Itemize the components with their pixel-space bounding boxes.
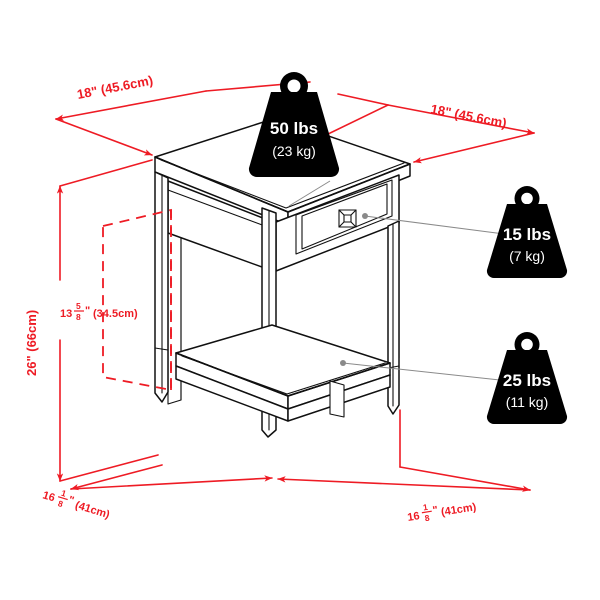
weight-badge-shelf-lbs: 25 lbs xyxy=(503,371,551,390)
leader-shelf xyxy=(342,362,519,383)
weight-badge-drawer: 15 lbs (7 kg) xyxy=(486,186,568,279)
weight-badge-shelf: 25 lbs (11 kg) xyxy=(486,332,568,425)
bottom-right-denominator: 8 xyxy=(424,513,431,524)
dimension-height-label: 26" (66cm) xyxy=(24,310,39,376)
dimension-top-apex-link-right xyxy=(337,93,389,106)
shelf-stub-leg xyxy=(329,380,345,418)
dimension-top-left: 18" (45.6cm) xyxy=(55,73,207,156)
badge-handle-hole-drawer xyxy=(521,192,533,205)
bottom-right-unit: " xyxy=(432,504,439,517)
clearance-region xyxy=(102,208,172,392)
bottom-left-numerator: 1 xyxy=(60,488,68,499)
bottom-right-fraction-bar xyxy=(421,510,432,514)
dimension-height: 26" (66cm) xyxy=(24,159,159,482)
clearance-cm: (34.5cm) xyxy=(93,308,138,320)
weight-badge-tabletop: 50 lbs (23 kg) xyxy=(248,72,340,178)
weight-badge-drawer-lbs: 15 lbs xyxy=(503,225,551,244)
dimension-bottom-left: 16 1 8 " (41cm) xyxy=(41,464,273,521)
leader-dot-shelf xyxy=(340,360,346,366)
lower-shelf xyxy=(175,324,391,422)
drawer-knob[interactable] xyxy=(338,209,357,228)
dimension-top-left-label: 18" (45.6cm) xyxy=(76,73,154,102)
bottom-right-whole: 16 xyxy=(407,510,421,524)
badge-handle-hole-shelf xyxy=(521,338,533,351)
badge-handle-hole-tabletop xyxy=(287,79,301,93)
leg-left-front xyxy=(154,171,169,403)
clearance-numerator: 5 xyxy=(76,301,81,311)
dimension-bottom-right: 16 1 8 " (41cm) xyxy=(277,409,531,524)
table-illustration xyxy=(154,117,411,438)
dimension-clearance: 13 5 8 " (34.5cm) xyxy=(60,301,138,322)
bottom-right-cm: (41cm) xyxy=(440,501,477,518)
leader-tabletop xyxy=(288,180,331,207)
clearance-denominator: 8 xyxy=(76,312,81,322)
height-ext-bottom xyxy=(59,454,159,482)
leader-drawer xyxy=(364,215,521,237)
bottom-left-whole: 16 xyxy=(41,489,56,504)
bottom-right-numerator: 1 xyxy=(422,502,429,513)
weight-badge-tabletop-lbs: 50 lbs xyxy=(270,119,318,138)
weight-badge-shelf-kg: (11 kg) xyxy=(506,394,549,410)
clearance-unit: " xyxy=(85,305,90,317)
bottom-left-fraction-bar xyxy=(57,496,68,501)
bottom-left-denominator: 8 xyxy=(57,498,65,509)
dimension-top-right-label: 18" (45.6cm) xyxy=(429,101,507,130)
dimension-top-right: 18" (45.6cm) xyxy=(387,101,535,164)
clearance-whole: 13 xyxy=(60,308,72,320)
bottom-left-cm: (41cm) xyxy=(74,499,112,521)
leader-lines xyxy=(288,180,521,383)
height-ext-top xyxy=(59,159,153,187)
weight-badge-tabletop-kg: (23 kg) xyxy=(272,143,316,159)
bottom-left-unit: " xyxy=(67,494,75,507)
leader-dot-drawer xyxy=(362,213,368,219)
weight-badge-drawer-kg: (7 kg) xyxy=(509,248,545,264)
